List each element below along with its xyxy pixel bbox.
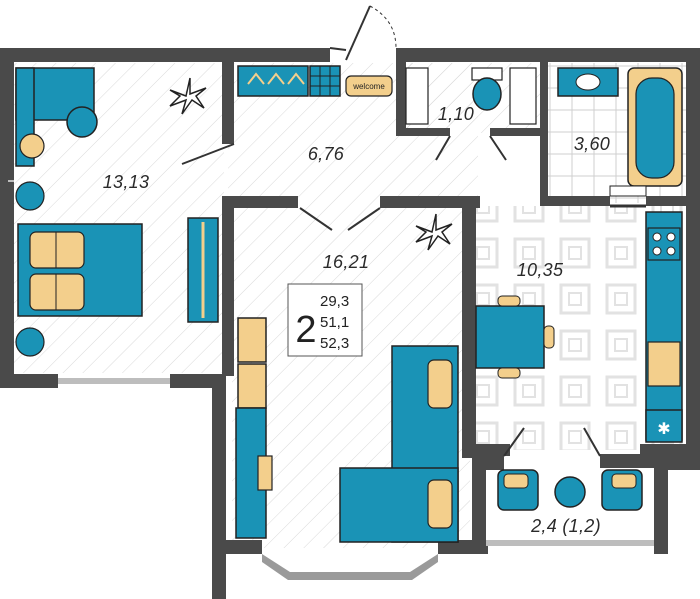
tv-cabinet-2	[237, 363, 267, 409]
room-area-kitchen: 10,35	[517, 260, 564, 280]
tv-cabinet-1	[237, 317, 267, 363]
snowflake-icon: ✱	[657, 419, 670, 438]
room-area-bathroom: 3,60	[574, 134, 610, 154]
living-furniture	[235, 213, 459, 543]
total-area-with-balcony: 52,3	[320, 335, 349, 352]
hall-furniture: welcome	[237, 65, 393, 97]
kitchen-sink	[647, 341, 681, 387]
pillow-bottom	[29, 273, 85, 311]
doormat	[345, 75, 393, 97]
cushion-1	[427, 359, 453, 409]
living-area: 29,3	[320, 293, 349, 310]
room-area-wc: 1,10	[438, 104, 474, 124]
bathroom-fixtures	[557, 67, 683, 197]
room-area-living: 16,21	[323, 252, 370, 272]
room-area-hall: 6,76	[308, 144, 345, 164]
chair-right	[543, 325, 555, 349]
wc-fixtures	[405, 67, 537, 125]
toilet-icon	[472, 77, 502, 111]
balcony-furniture	[497, 469, 643, 511]
kitchen-furniture: ✱	[475, 211, 683, 443]
chair-bottom	[497, 367, 521, 379]
cushion-2	[427, 479, 453, 529]
plant-icon-bedroom	[169, 77, 207, 115]
stove	[647, 227, 681, 261]
desk-chair-living	[257, 455, 273, 491]
area-summary: 2 29,3 51,1 52,3	[287, 283, 363, 357]
doormat-label: welcome	[352, 82, 385, 91]
desk-chair	[66, 106, 98, 138]
room-area-bedroom: 13,13	[103, 172, 150, 192]
doors	[181, 5, 646, 457]
summary-box	[287, 283, 363, 357]
sink-wc	[405, 67, 429, 125]
nightstand-top	[15, 181, 45, 211]
pillow-top	[29, 231, 85, 269]
nightstand-bottom	[15, 327, 45, 357]
total-area: 51,1	[320, 314, 349, 331]
chair-top	[497, 295, 521, 307]
balcony-table	[554, 476, 586, 508]
shoe-cabinet	[309, 65, 341, 97]
rooms-count: 2	[295, 309, 316, 351]
bedroom-furniture	[15, 67, 219, 357]
hanger-rack	[237, 65, 309, 97]
room-area-balcony: 2,4 (1,2)	[530, 516, 601, 536]
windows	[8, 180, 14, 182]
radiator	[609, 185, 647, 197]
lamp-icon	[19, 133, 45, 159]
area-labels: 13,13 6,76 1,10 3,60 16,21 10,35 2,4 (1,…	[103, 104, 610, 536]
walls	[0, 48, 700, 599]
dining-table	[475, 305, 545, 369]
plant-icon-living	[415, 213, 453, 251]
fridge	[645, 409, 683, 443]
